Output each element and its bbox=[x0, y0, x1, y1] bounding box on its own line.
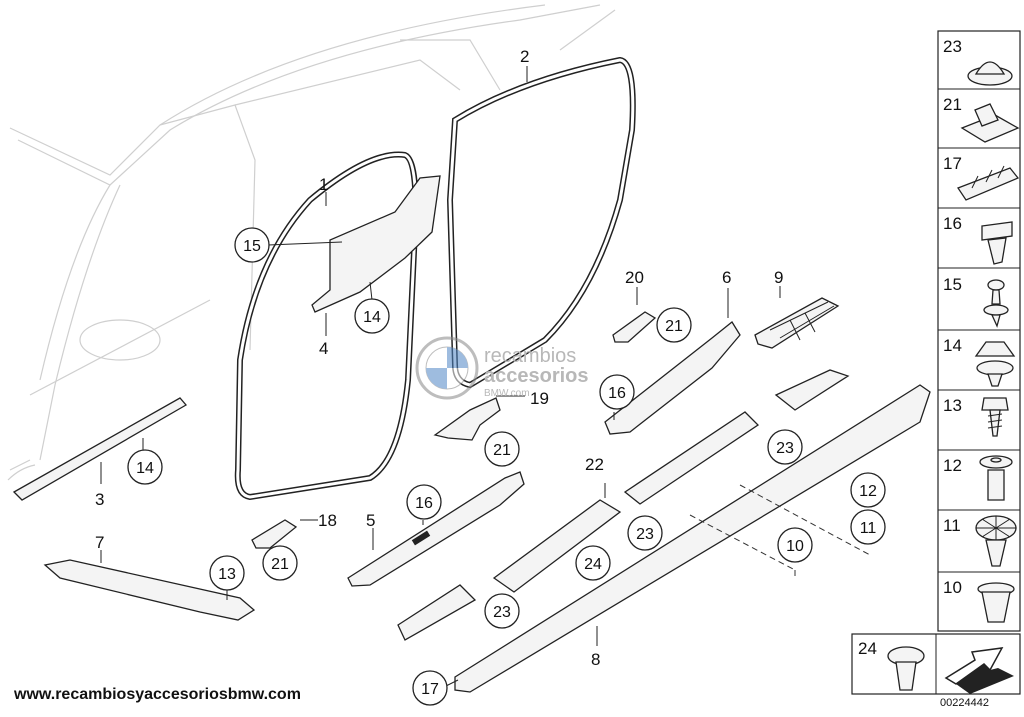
legend-12: 12 bbox=[943, 456, 962, 475]
car-body-outline bbox=[7, 4, 616, 481]
callout-16-circle: 16 bbox=[599, 374, 635, 410]
watermark-line-1: recambios bbox=[484, 345, 576, 367]
fastener-16-icon bbox=[981, 221, 1013, 265]
legend-21: 21 bbox=[943, 95, 962, 114]
svg-text:21: 21 bbox=[493, 442, 511, 459]
legend-10: 10 bbox=[943, 578, 962, 597]
fastener-17-icon bbox=[957, 165, 1020, 201]
svg-text:24: 24 bbox=[584, 556, 602, 573]
callout-2: 2 bbox=[520, 47, 529, 66]
legend-14: 14 bbox=[943, 336, 962, 355]
callout-23-circle: 23 bbox=[484, 593, 520, 629]
legend-23: 23 bbox=[943, 37, 962, 56]
callout-17-circle: 17 bbox=[412, 670, 448, 706]
lower-panel bbox=[43, 559, 256, 621]
svg-text:17: 17 bbox=[421, 681, 439, 698]
callout-24-circle: 24 bbox=[575, 545, 611, 581]
fastener-11-icon bbox=[975, 515, 1017, 567]
callout-18: 18 bbox=[318, 511, 337, 530]
callout-4: 4 bbox=[319, 339, 328, 358]
svg-text:14: 14 bbox=[363, 309, 381, 326]
svg-text:12: 12 bbox=[859, 483, 877, 500]
svg-text:11: 11 bbox=[860, 520, 877, 537]
bracket-18 bbox=[251, 519, 298, 549]
svg-text:13: 13 bbox=[218, 566, 236, 583]
fastener-23-icon bbox=[967, 61, 1013, 86]
svg-text:23: 23 bbox=[636, 526, 654, 543]
fastener-21-icon bbox=[960, 103, 1020, 143]
legend-13: 13 bbox=[943, 396, 962, 415]
callout-6: 6 bbox=[722, 268, 731, 287]
callout-1: 1 bbox=[319, 175, 328, 194]
callout-19: 19 bbox=[530, 389, 549, 408]
callout-3: 3 bbox=[95, 490, 104, 509]
callout-23-circle: 23 bbox=[627, 515, 663, 551]
legend-17: 17 bbox=[943, 154, 962, 173]
svg-text:16: 16 bbox=[415, 495, 433, 512]
legend-24: 24 bbox=[858, 639, 877, 658]
callout-16-circle: 16 bbox=[406, 484, 442, 520]
callout-21-circle: 21 bbox=[262, 545, 298, 581]
callout-12-circle: 12 bbox=[850, 472, 886, 508]
fastener-15-icon bbox=[983, 279, 1009, 328]
watermark-line-2: accesorios bbox=[484, 365, 589, 387]
callout-8: 8 bbox=[591, 650, 600, 669]
svg-text:21: 21 bbox=[665, 318, 683, 335]
fastener-12-icon bbox=[979, 455, 1013, 501]
legend-16: 16 bbox=[943, 214, 962, 233]
svg-text:23: 23 bbox=[493, 604, 511, 621]
mounting-rail bbox=[397, 369, 850, 641]
website-url: www.recambiosyaccesoriosbmw.com bbox=[14, 686, 301, 703]
fastener-13-icon bbox=[981, 397, 1009, 437]
legend-15: 15 bbox=[943, 275, 962, 294]
callout-23-circle: 23 bbox=[767, 429, 803, 465]
watermark-line-3: BMW.com bbox=[484, 388, 530, 399]
svg-text:16: 16 bbox=[608, 385, 626, 402]
callout-21-circle: 21 bbox=[484, 431, 520, 467]
svg-text:15: 15 bbox=[243, 238, 261, 255]
sill-strip bbox=[12, 397, 188, 501]
callout-14-circle: 14 bbox=[127, 449, 163, 485]
front-entrance-trim bbox=[347, 471, 525, 587]
fastener-14-icon bbox=[974, 341, 1016, 387]
bracket-19 bbox=[433, 397, 501, 441]
callout-15-circle: 15 bbox=[234, 227, 270, 263]
bracket-20 bbox=[612, 311, 657, 343]
diagram-id: 00224442 bbox=[940, 697, 989, 709]
front-door-seal bbox=[234, 151, 419, 501]
callout-22: 22 bbox=[585, 455, 604, 474]
svg-text:14: 14 bbox=[136, 460, 154, 477]
pillar-trim bbox=[311, 175, 441, 313]
clip-block bbox=[754, 297, 840, 349]
callout-10-circle: 10 bbox=[777, 527, 813, 563]
callout-14-circle: 14 bbox=[354, 298, 390, 334]
orientation-arrow-icon bbox=[944, 647, 1014, 694]
svg-text:10: 10 bbox=[786, 538, 804, 555]
callout-9: 9 bbox=[774, 268, 783, 287]
callout-21-circle: 21 bbox=[656, 307, 692, 343]
svg-text:21: 21 bbox=[271, 556, 289, 573]
callout-13-circle: 13 bbox=[209, 555, 245, 591]
rocker-panel bbox=[454, 384, 931, 693]
svg-text:23: 23 bbox=[776, 440, 794, 457]
rear-entrance-trim bbox=[604, 321, 741, 435]
watermark-logo bbox=[415, 336, 479, 400]
callout-11-circle: 11 bbox=[850, 509, 886, 545]
legend-11: 11 bbox=[943, 516, 961, 535]
callout-7: 7 bbox=[95, 533, 104, 552]
fastener-24-icon bbox=[887, 646, 925, 691]
callout-20: 20 bbox=[625, 268, 644, 287]
leader-lines bbox=[100, 66, 781, 687]
callout-5: 5 bbox=[366, 511, 375, 530]
fastener-10-icon bbox=[977, 582, 1015, 623]
